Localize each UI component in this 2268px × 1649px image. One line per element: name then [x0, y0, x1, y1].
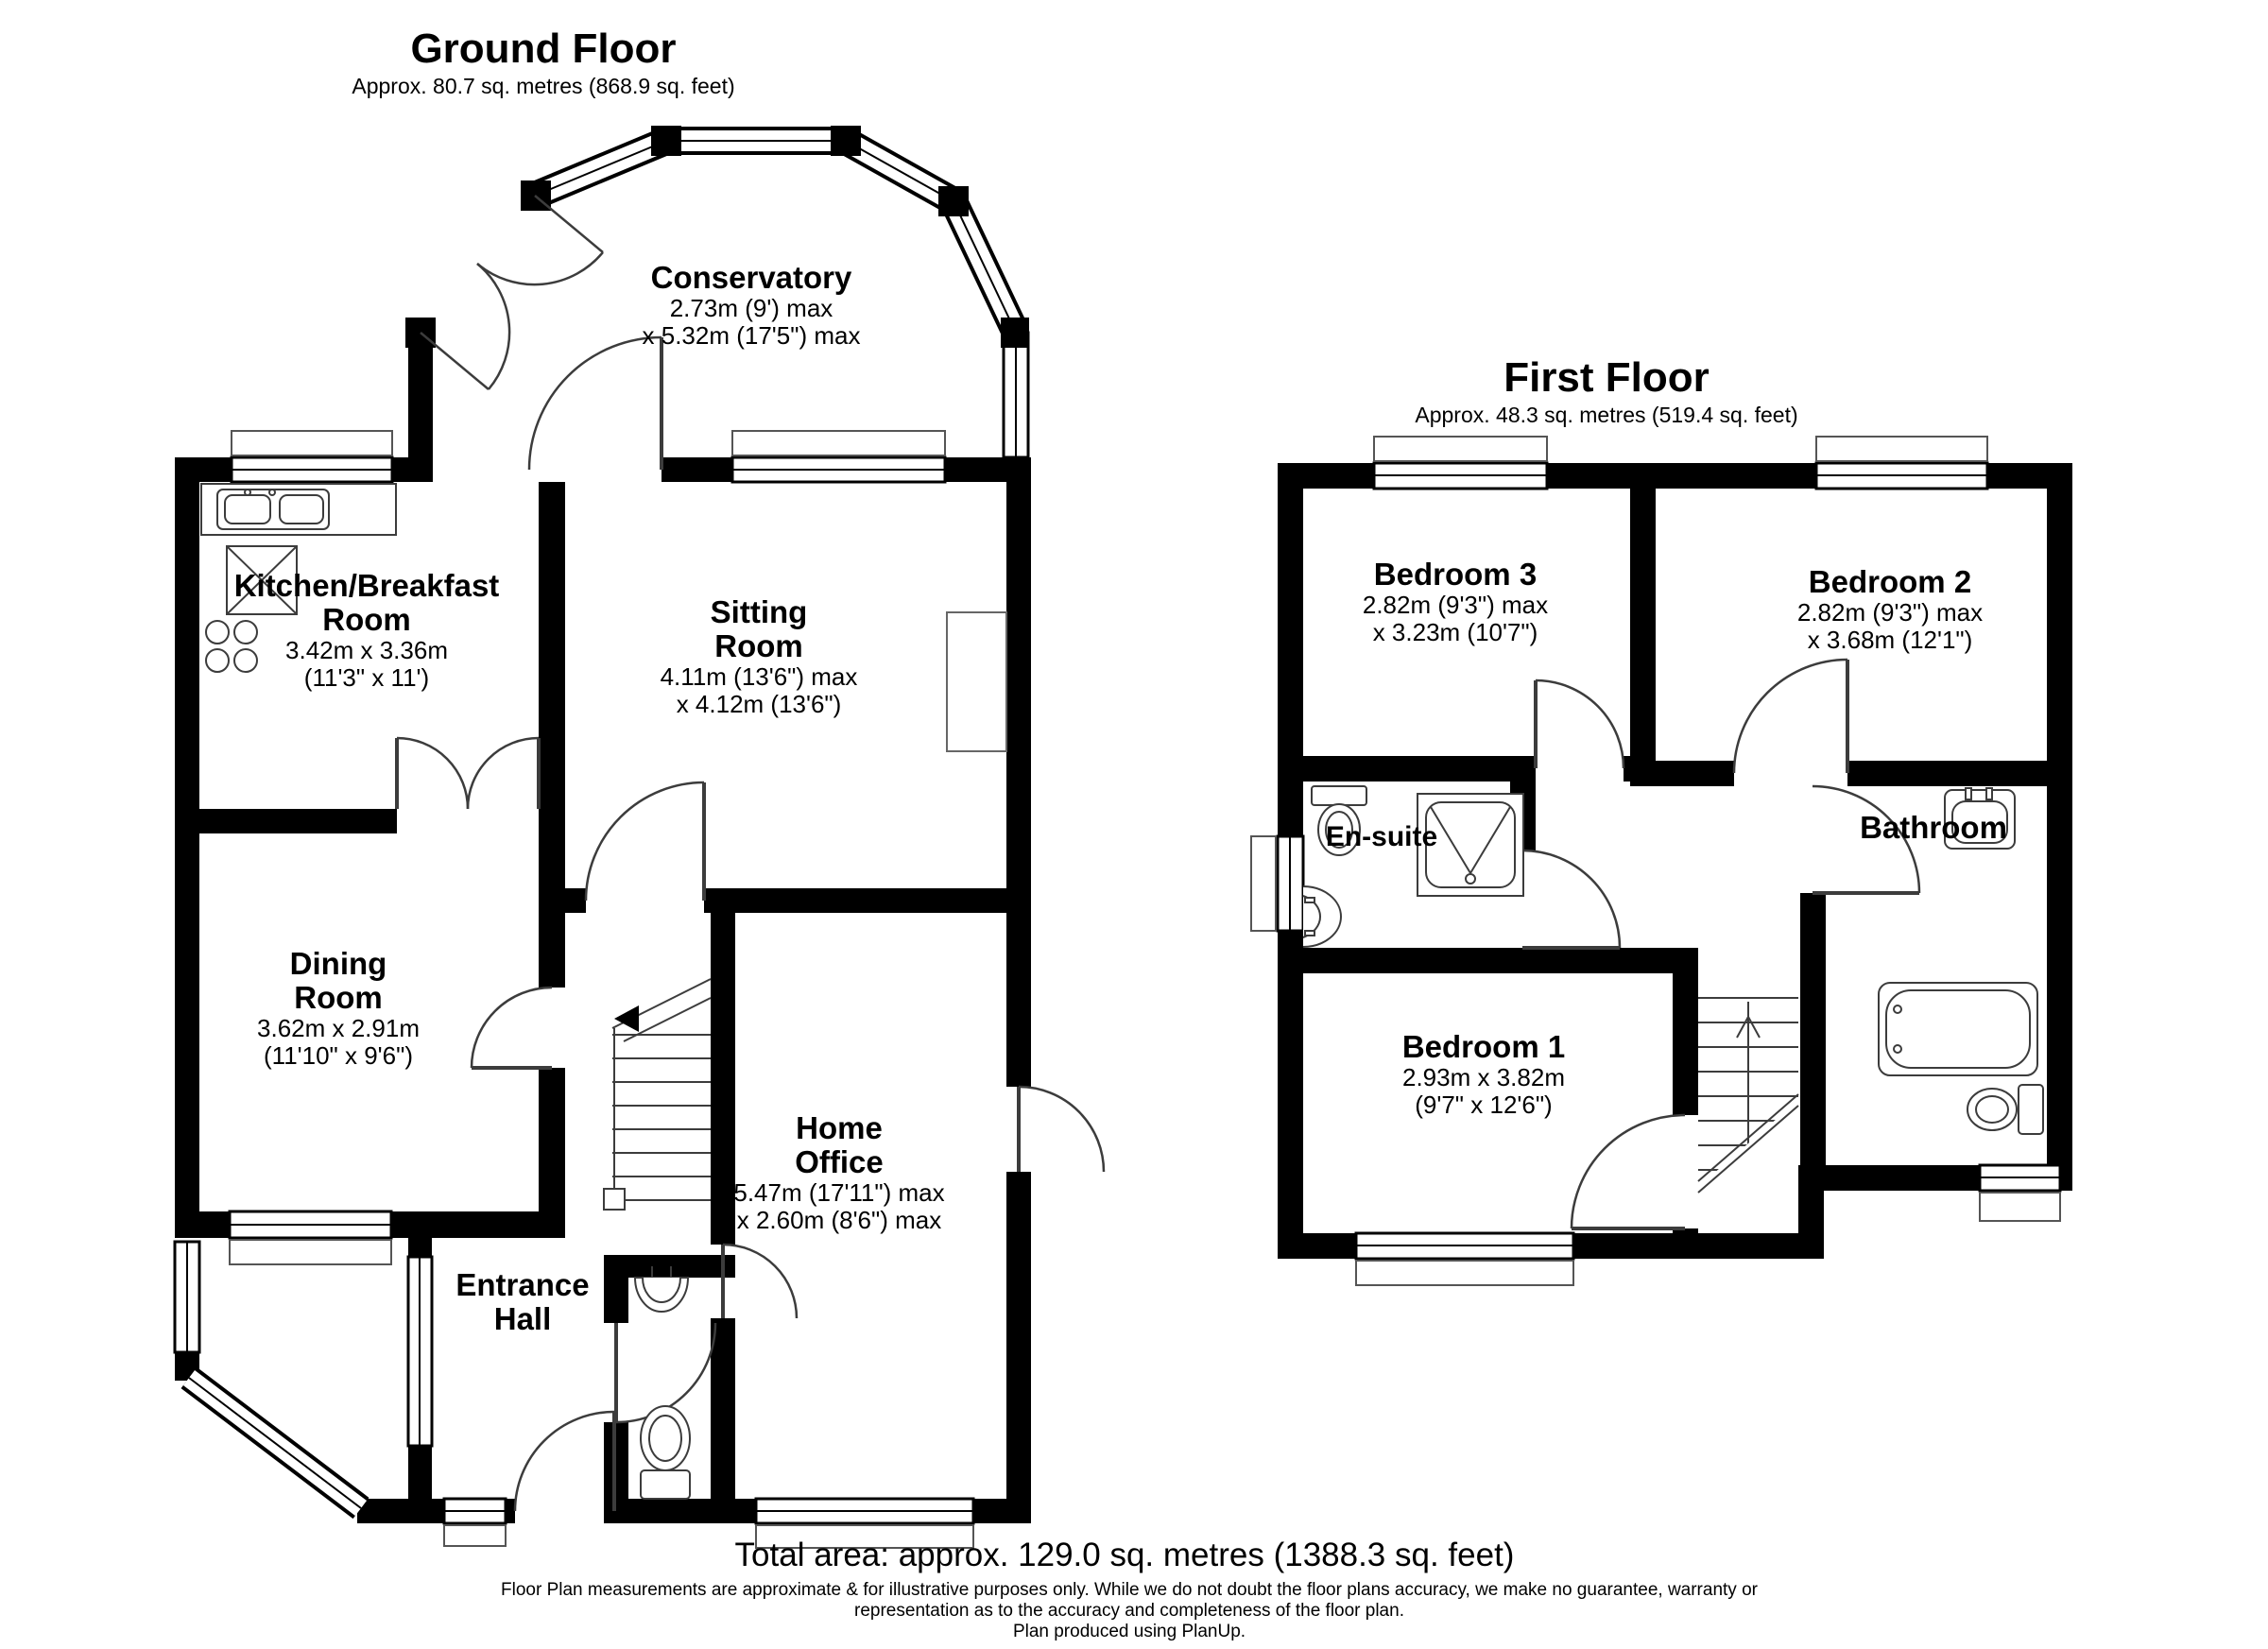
kitchen-appliance-hatch — [226, 545, 298, 615]
room-label-bedroom3: Bedroom 3 2.82m (9'3") max x 3.23m (10'7… — [1362, 557, 1549, 646]
kitchen-fixtures — [200, 483, 397, 673]
kitchen-hob — [205, 620, 258, 673]
room-label-bedroom1: Bedroom 1 2.93m x 3.82m (9'7" x 12'6") — [1401, 1029, 1566, 1119]
conservatory-french-doors — [420, 195, 604, 390]
room-label-ensuite: En-suite — [1325, 821, 1438, 852]
room-label-entrance-hall: Entrance Hall — [455, 1267, 590, 1336]
first-floor-doors — [1521, 658, 1921, 1230]
disclaimer-line-2: representation as to the accuracy and co… — [854, 1601, 1404, 1621]
first-floor-title: First Floor — [1503, 354, 1710, 401]
first-floor-stairs — [1697, 997, 1799, 1231]
ground-floor-windows — [173, 430, 975, 1549]
ground-floor-subtitle: Approx. 80.7 sq. metres (868.9 sq. feet) — [352, 74, 735, 98]
bathroom-sink — [1944, 787, 2016, 850]
ensuite-fixtures — [1302, 785, 1524, 948]
disclaimer-line-1: Floor Plan measurements are approximate … — [501, 1580, 1758, 1600]
ensuite-toilet — [1311, 785, 1367, 806]
bathroom-fixtures — [1878, 787, 2044, 1135]
room-label-dining: Dining Room 3.62m x 2.91m (11'10" x 9'6"… — [257, 946, 420, 1070]
conservatory-bay — [405, 126, 1030, 459]
room-label-sitting: Sitting Room 4.11m (13'6") max x 4.12m (… — [660, 594, 858, 718]
bathtub — [1878, 982, 2038, 1076]
first-floor-windows — [1250, 436, 2062, 1286]
ground-floor-stairs — [603, 978, 712, 1211]
ground-floor-header: Ground Floor Approx. 80.7 sq. metres (86… — [352, 26, 734, 100]
wc-fixtures — [633, 1266, 691, 1500]
room-label-kitchen: Kitchen/Breakfast Room 3.42m x 3.36m (11… — [233, 568, 500, 692]
ground-floor-doors — [395, 335, 1106, 1512]
disclaimer-line-3: Plan produced using PlanUp. — [1012, 1622, 1246, 1641]
ensuite-shower — [1417, 793, 1524, 897]
first-floor-subtitle: Approx. 48.3 sq. metres (519.4 sq. feet) — [1415, 403, 1798, 427]
room-label-bedroom2: Bedroom 2 2.82m (9'3") max x 3.68m (12'1… — [1796, 564, 1984, 654]
bathroom-toilet — [1967, 1084, 2044, 1135]
first-floor-walls — [1278, 463, 2072, 1259]
first-floor-header: First Floor Approx. 48.3 sq. metres (519… — [1415, 355, 1797, 429]
room-label-home-office: Home Office 5.47m (17'11") max x 2.60m (… — [733, 1110, 945, 1234]
sitting-room-chimney — [946, 611, 1007, 752]
porch-diagonal-window — [180, 1366, 369, 1520]
total-area-line: Total area: approx. 129.0 sq. metres (13… — [734, 1537, 1515, 1573]
room-label-bathroom: Bathroom — [1860, 810, 2007, 845]
ground-floor-title: Ground Floor — [410, 26, 677, 72]
disclaimer: Floor Plan measurements are approximate … — [501, 1580, 1758, 1642]
room-label-conservatory: Conservatory 2.73m (9') max x 5.32m (17'… — [642, 260, 861, 350]
